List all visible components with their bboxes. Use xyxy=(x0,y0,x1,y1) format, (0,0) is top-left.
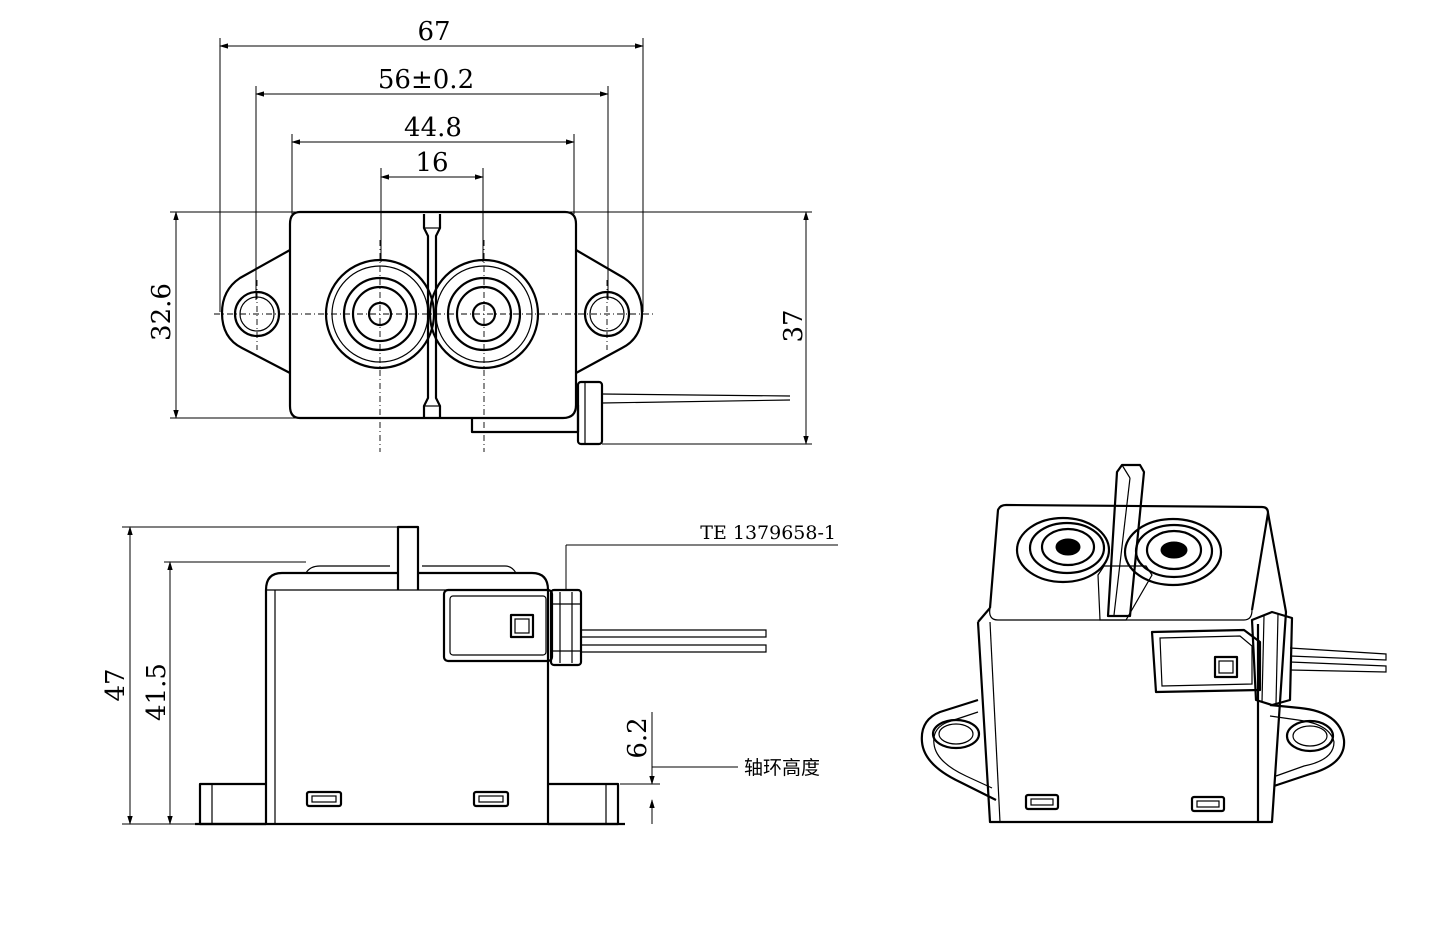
connector-part-label: TE 1379658-1 xyxy=(700,522,836,544)
top-dimension-lines xyxy=(170,38,812,445)
side-dimension-lines xyxy=(122,526,838,825)
dim-hole-pitch: 56±0.2 xyxy=(378,65,474,95)
dim-overall-width: 67 xyxy=(417,17,450,47)
dim-body-depth: 32.6 xyxy=(147,283,177,341)
dim-body-width: 44.8 xyxy=(404,113,462,143)
top-view xyxy=(214,210,791,452)
isometric-view xyxy=(920,463,1387,824)
side-view xyxy=(195,525,767,826)
dim-depth-connector: 37 xyxy=(779,309,809,342)
dim-body-height: 41.5 xyxy=(142,663,172,721)
collar-height-label: 轴环高度 xyxy=(744,757,820,779)
dim-overall-height: 47 xyxy=(101,668,131,701)
dim-collar-height: 6.2 xyxy=(623,717,653,758)
dim-terminal-pitch: 16 xyxy=(415,148,448,178)
